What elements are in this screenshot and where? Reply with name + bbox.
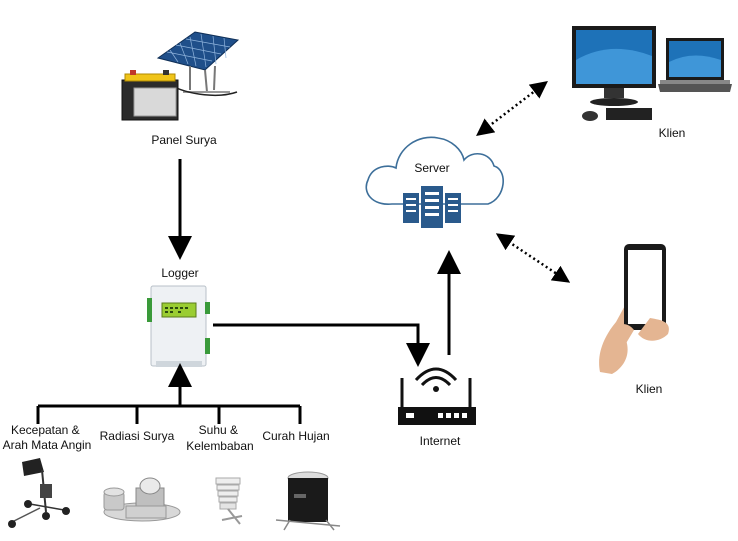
rain-gauge-icon [275, 471, 341, 531]
client-phone-label: Klien [636, 382, 663, 396]
laptop-icon [658, 38, 732, 92]
sensor-temp-label: Suhu & Kelembaban [186, 423, 253, 453]
logger-router-line [213, 323, 430, 367]
server-desktop-link [476, 80, 548, 137]
server-phone-link [495, 233, 571, 283]
humidity-shield-icon [215, 477, 243, 525]
pyranometer-icon [103, 477, 181, 522]
sensor-wind-label: Kecepatan & Arah Mata Angin [3, 423, 92, 452]
smartphone-icon [599, 244, 669, 374]
internet-label: Internet [420, 434, 461, 448]
solar-panel-icon [121, 31, 240, 121]
sensor-rain-label: Curah Hujan [262, 429, 329, 443]
server-label: Server [414, 161, 449, 175]
cloud-icon [365, 136, 504, 205]
desktop-computer-icon [572, 26, 656, 121]
logger-icon [147, 285, 210, 367]
anemometer-icon [8, 458, 70, 528]
solar-panel-label: Panel Surya [151, 133, 217, 147]
server-icon [403, 186, 461, 228]
sensor-bus [36, 363, 302, 424]
sensor-radiation-label: Radiasi Surya [100, 429, 175, 443]
logger-label: Logger [161, 266, 198, 280]
client-desktop-label: Klien [659, 126, 686, 140]
router-icon [398, 367, 476, 425]
